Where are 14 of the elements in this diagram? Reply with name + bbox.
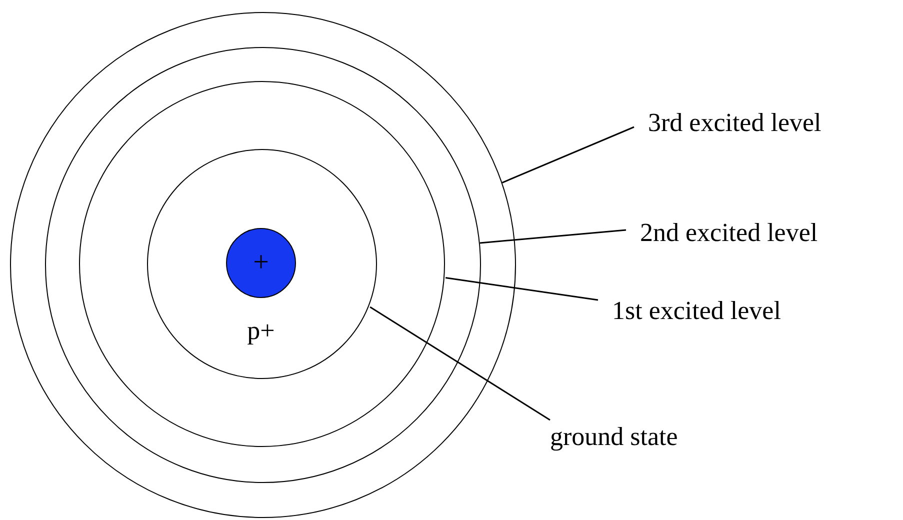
level-label: 3rd excited level: [634, 106, 822, 138]
orbit-circle: [44, 46, 480, 482]
level-label: 2nd excited level: [626, 216, 818, 248]
orbit-circle: [10, 12, 516, 518]
level-label: 1st excited level: [598, 294, 781, 326]
leader-line: [502, 126, 634, 184]
particle-label: p+: [247, 318, 275, 344]
orbit-circle: [79, 81, 445, 447]
leader-line: [370, 306, 550, 421]
leader-line: [445, 277, 598, 301]
leader-line: [480, 229, 626, 244]
charge-sign: +: [253, 249, 269, 277]
orbit-circle: [146, 148, 376, 378]
level-label: ground state: [536, 420, 678, 452]
